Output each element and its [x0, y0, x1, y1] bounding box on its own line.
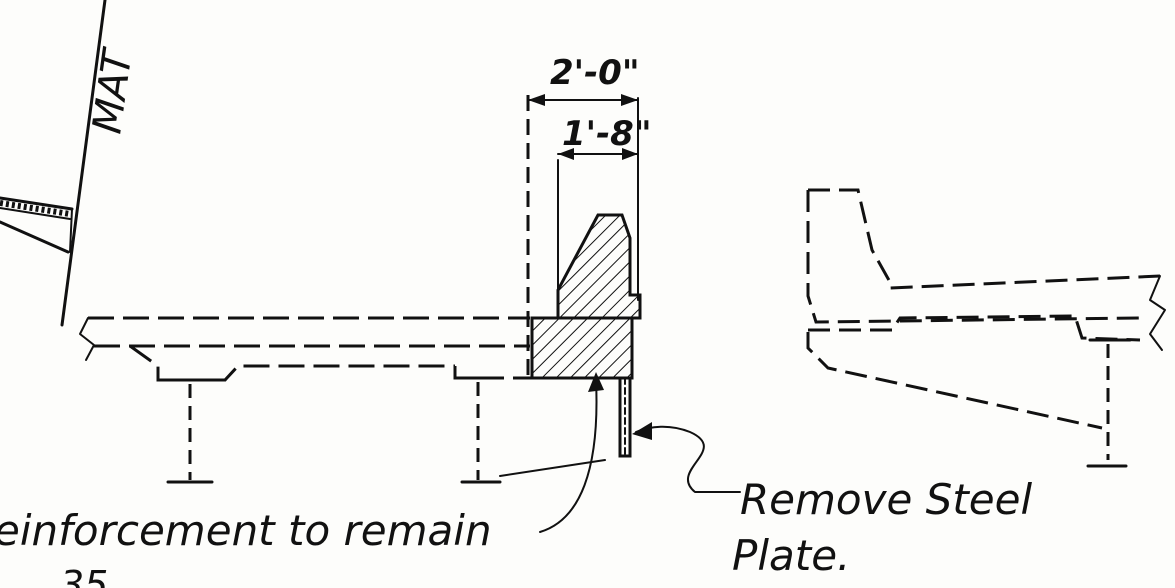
- reinforcement-note: einforcement to remain: [0, 506, 492, 555]
- dimension-outer-label: 2'-0": [550, 53, 640, 93]
- dimension-outer: [527, 94, 639, 106]
- match-line: [60, 0, 107, 327]
- steel-plate: [618, 376, 632, 458]
- girder-detail: [1086, 338, 1132, 468]
- match-label: MAT: [84, 44, 142, 137]
- overhang-detail: [806, 188, 1166, 430]
- girder-right: [454, 376, 502, 484]
- remove-plate-note-line1: Remove Steel: [740, 475, 1032, 524]
- left-stub-fragment: [0, 196, 74, 254]
- dimension-inner: [557, 148, 639, 160]
- barrier-section: [518, 95, 642, 380]
- reinforcement-leader: [499, 372, 606, 533]
- dimension-inner-label: 1'-8": [562, 114, 652, 154]
- deck-slab: [79, 316, 530, 382]
- girder-left: [158, 378, 227, 484]
- remove-plate-leader: [632, 422, 741, 493]
- remove-plate-note-line2: Plate.: [732, 531, 850, 580]
- bottom-fragment-text: 35: [60, 563, 108, 588]
